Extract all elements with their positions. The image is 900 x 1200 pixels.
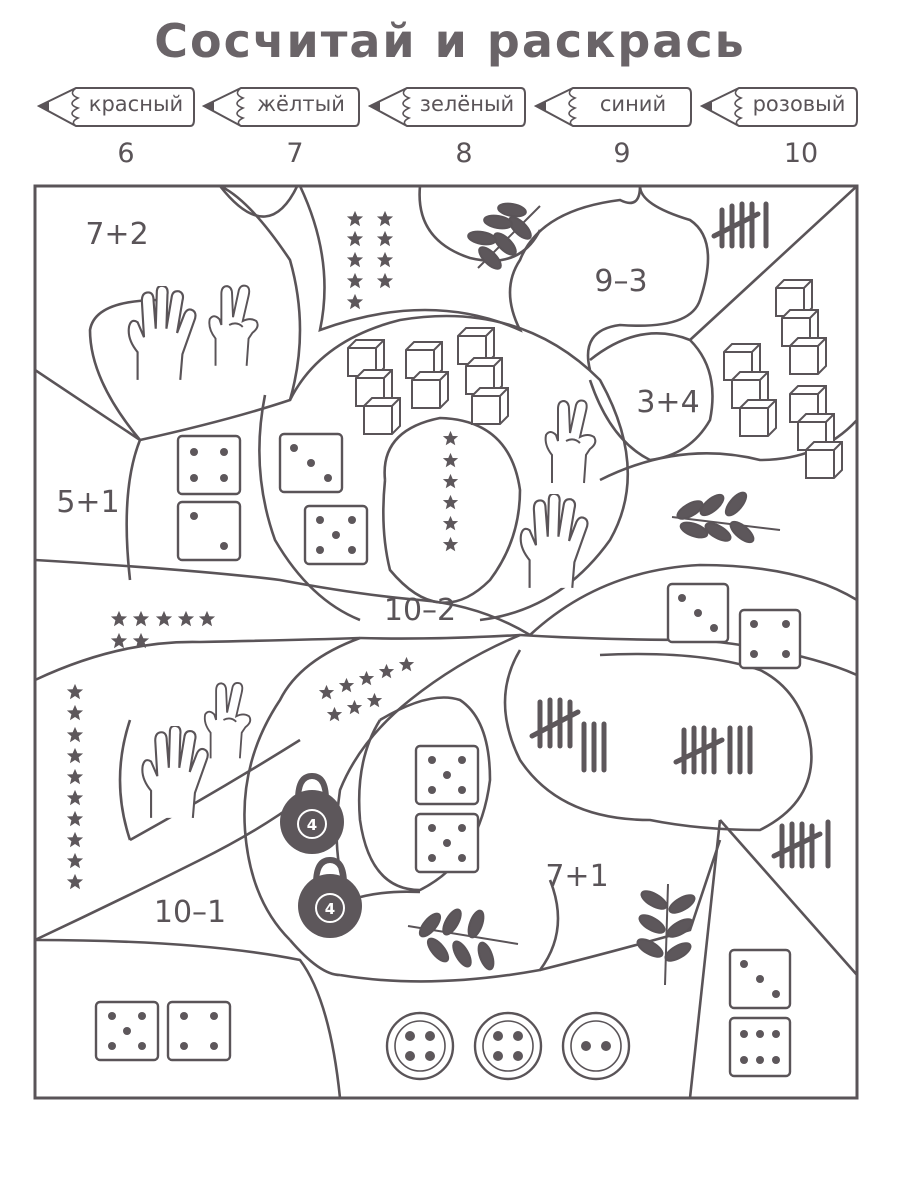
pencil-icon: [36, 87, 195, 127]
tally-marks-icon: [529, 697, 607, 773]
leaf-branch-icon: [671, 491, 781, 544]
dice-group: [94, 432, 802, 1078]
region-line: [298, 186, 642, 333]
kettlebell-weight: 4: [307, 816, 317, 834]
die-3-icon: [278, 432, 344, 494]
legend-number: 7: [286, 138, 304, 169]
expression-5-plus-1: 5+1: [56, 485, 119, 520]
expression-7-plus-2: 7+2: [85, 217, 148, 252]
region-line: [129, 738, 301, 842]
region-line: [88, 298, 161, 441]
region-line: [688, 819, 722, 1098]
die-5-icon: [94, 1000, 160, 1062]
die-3-icon: [728, 948, 792, 1010]
pencil-label: синий: [599, 92, 667, 116]
region-line: [288, 314, 630, 622]
die-4-icon: [738, 608, 802, 670]
cube-icon: [471, 387, 509, 425]
region-line: [35, 798, 301, 942]
pencil-icon: [699, 87, 858, 127]
leaf-branch-icon: [407, 908, 519, 971]
region-line: [719, 819, 857, 976]
cube-icon: [739, 399, 777, 437]
region-line: [125, 439, 142, 581]
region-line: [359, 633, 521, 640]
cube-icon: [789, 337, 827, 375]
expression-10-minus-1: 10–1: [154, 895, 226, 930]
pencil-yellow: жёлтый: [201, 84, 361, 130]
pencil-label: красный: [88, 92, 184, 116]
expression-3-plus-4: 3+4: [636, 385, 699, 420]
kettlebell-icon: 4: [280, 772, 344, 854]
leaf-branch-icon: [467, 202, 541, 270]
sewing-button-4-holes-icon: [385, 1011, 455, 1081]
region-line: [218, 186, 299, 218]
expression-10-minus-2: 10–2: [384, 593, 456, 628]
cube-icon: [411, 371, 449, 409]
region-line: [529, 563, 857, 636]
pencil-red: красный: [36, 84, 196, 130]
kettlebell-weight: 4: [325, 900, 335, 918]
kettlebell-icon: 4: [298, 856, 362, 938]
region-line: [243, 636, 361, 941]
die-2-icon: [176, 500, 242, 562]
die-5-icon: [303, 504, 369, 566]
pencil-blue: синий: [533, 84, 693, 130]
tally-marks-icon: [771, 819, 831, 869]
sewing-button-2-holes-icon: [561, 1011, 631, 1081]
expression-9-minus-3: 9–3: [594, 264, 647, 299]
legend-number: 6: [117, 138, 135, 169]
legend-number: 10: [783, 138, 819, 169]
region-line: [35, 938, 342, 1098]
pencil-icon: [201, 87, 360, 127]
die-5-icon: [414, 744, 480, 806]
pencil-label: зелёный: [419, 92, 515, 116]
region-line: [35, 558, 531, 637]
die-5-icon: [414, 812, 480, 874]
leaf-branch-icon: [636, 883, 696, 986]
region-line: [586, 186, 710, 371]
sewing-button-4-holes-icon: [473, 1011, 543, 1081]
color-legend: красный жёлтый зелёный синий розовый: [0, 84, 900, 134]
region-line: [339, 879, 560, 983]
region-line: [258, 394, 361, 622]
pencil-icon: [533, 87, 692, 127]
pencil-label: розовый: [752, 92, 846, 116]
cube-icon: [805, 441, 843, 479]
pencil-icon: [367, 87, 526, 127]
die-4-icon: [166, 1000, 232, 1062]
pencil-label: жёлтый: [257, 92, 345, 116]
region-line: [118, 719, 132, 841]
expression-7-plus-1: 7+1: [545, 859, 608, 894]
region-line: [35, 186, 302, 442]
pencil-pink: розовый: [699, 84, 859, 130]
region-line: [689, 186, 857, 341]
tally-marks-icon: [673, 725, 753, 775]
die-4-icon: [176, 434, 242, 496]
worksheet-title: Сосчитай и раскрась: [154, 14, 746, 68]
legend-number: 8: [455, 138, 473, 169]
pencil-green: зелёный: [367, 84, 527, 130]
region-line: [35, 636, 361, 682]
legend-number: 9: [613, 138, 631, 169]
die-3-icon: [666, 582, 730, 644]
cube-icon: [363, 397, 401, 435]
die-6-icon: [728, 1016, 792, 1078]
region-line: [418, 186, 542, 263]
region-line: [289, 939, 341, 977]
region-line: [382, 416, 522, 604]
tally-marks-icon: [711, 201, 769, 249]
